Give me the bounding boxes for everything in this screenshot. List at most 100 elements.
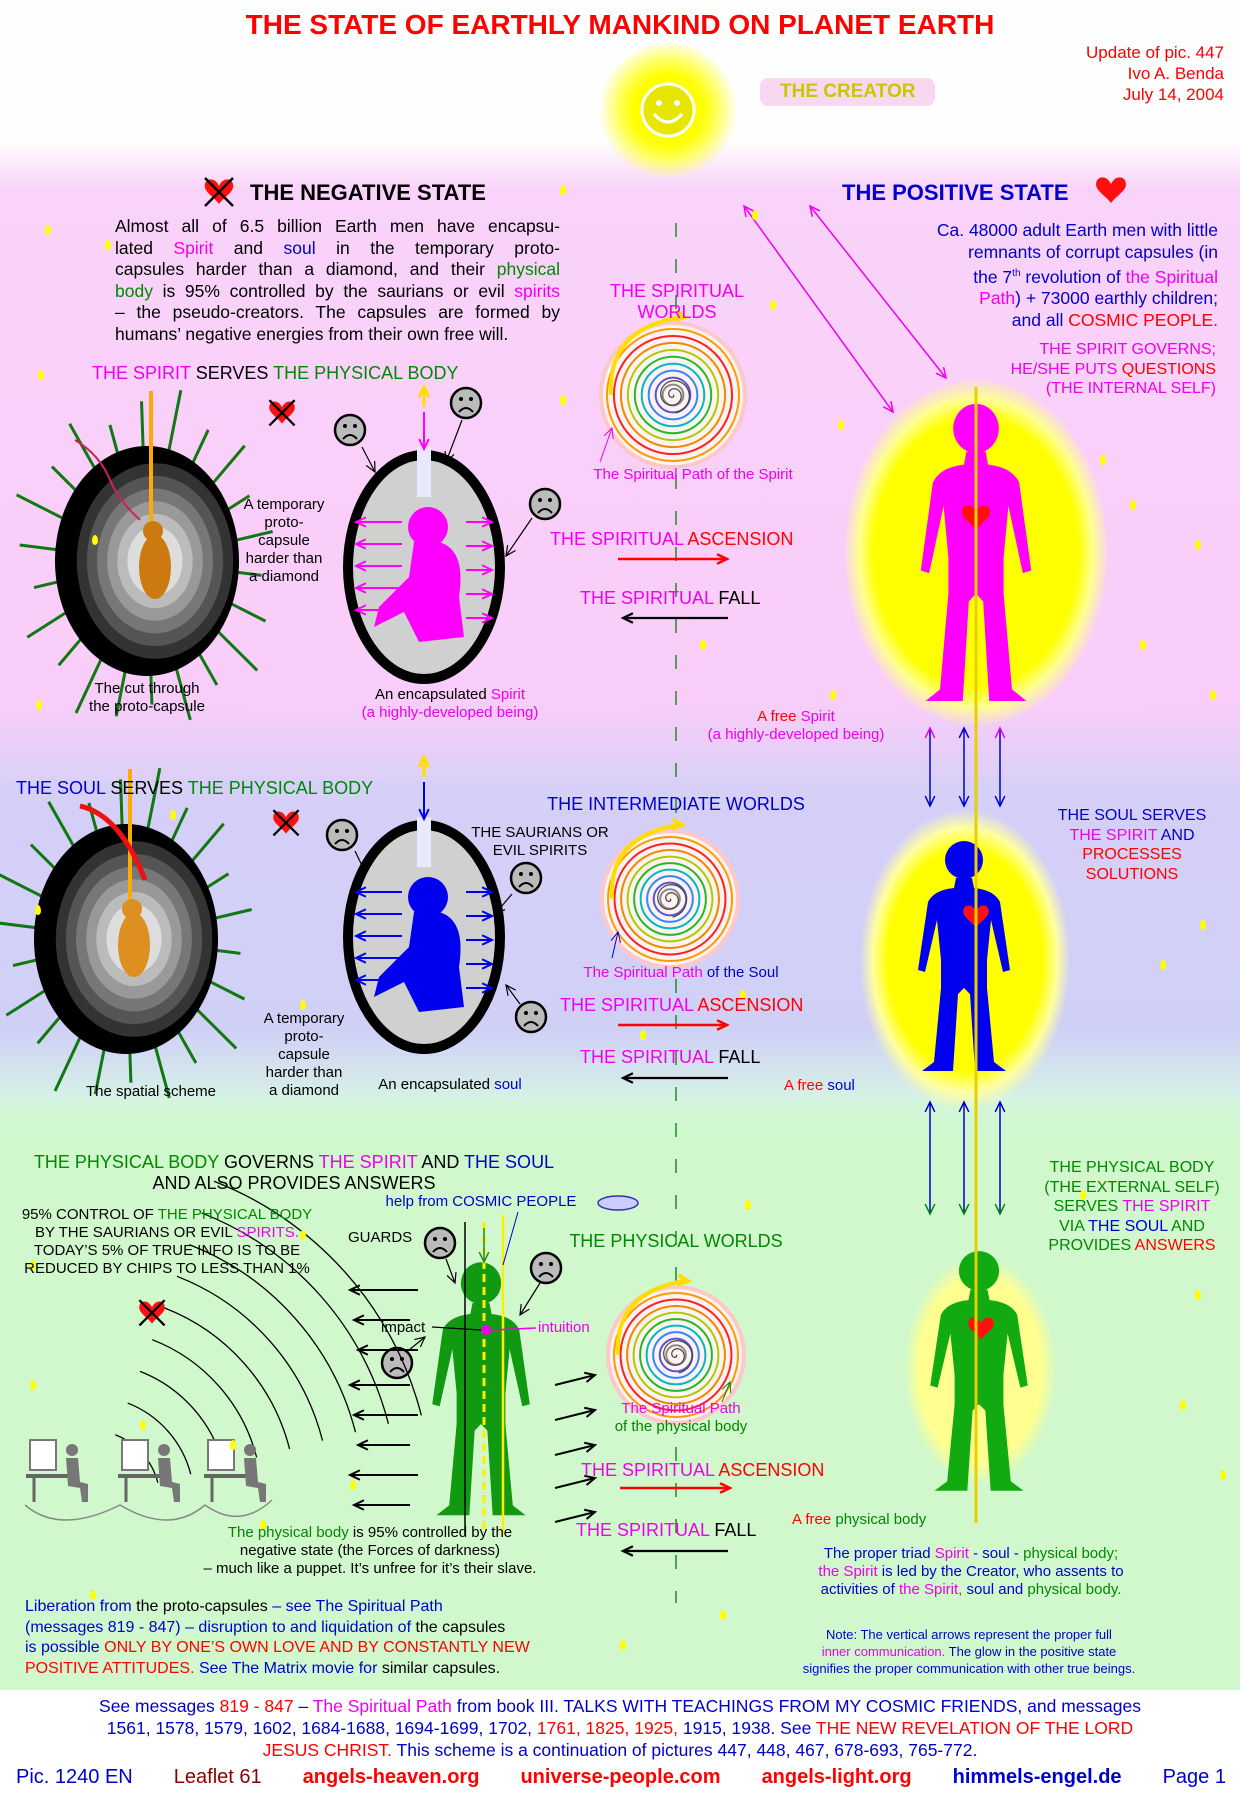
link-angels-light[interactable]: angels-light.org	[761, 1766, 912, 1788]
text-segment: Spirit	[173, 237, 214, 258]
proto-capsule-cut-through	[15, 389, 274, 721]
text-segment: and all	[1011, 309, 1069, 330]
network-cable	[24, 1499, 273, 1521]
light-drop-icon	[830, 690, 836, 700]
text-segment: Path	[979, 288, 1016, 309]
text-line: VIA THE SOUL AND	[1044, 1217, 1219, 1237]
link-angels-heaven[interactable]: angels-heaven.org	[302, 1766, 480, 1788]
update-info: Update of pic. 447 Ivo A. Benda July 14,…	[1086, 42, 1224, 105]
ascension-label-3: THE SPIRITUAL ASCENSION	[581, 1460, 824, 1481]
text-segment: (THE INTERNAL SELF)	[1045, 380, 1216, 397]
text-segment: the proto-capsules	[131, 1598, 273, 1615]
capsule-spike	[0, 873, 50, 902]
text-line: PROCESSES	[1058, 845, 1207, 865]
text-segment: the Spirit	[818, 1563, 878, 1580]
text-segment: 819 - 847	[219, 1696, 294, 1716]
text-segment: – the pseudo-creators. The capsules are …	[115, 302, 560, 322]
text-segment: COSMIC PEOPLE.	[1068, 309, 1218, 330]
text-segment: WORLDS	[637, 302, 717, 322]
text-segment: A temporary	[243, 496, 325, 513]
spiral-ring	[606, 328, 740, 462]
cross-line	[272, 809, 300, 837]
free-soul-figure	[918, 841, 1010, 1071]
text-line: A free soul	[784, 1077, 855, 1095]
sad-face-icon	[449, 386, 483, 420]
face-eye	[343, 424, 347, 428]
text-line: The Spiritual Path of the Soul	[583, 964, 778, 982]
fall-label-2: THE SPIRITUAL FALL	[580, 1047, 760, 1068]
encapsulated-soul-capsule	[343, 817, 505, 1054]
arrow-head	[353, 974, 367, 986]
arrow-head	[353, 560, 367, 572]
link-himmels-engel[interactable]: himmels-engel.de	[952, 1766, 1122, 1788]
operator-head	[66, 1444, 78, 1456]
text-line: A free physical body	[792, 1511, 926, 1529]
head	[460, 1262, 502, 1305]
text-segment: SERVES	[105, 778, 188, 798]
pointer-arrow	[611, 931, 619, 959]
arrow-head	[719, 1482, 733, 1494]
text-segment: GOVERNS	[218, 1152, 319, 1172]
arrow-head	[505, 545, 516, 558]
text-segment: THE SPIRIT	[1069, 826, 1158, 844]
encapsulated-spirit-label: An encapsulated Spirit(a highly-develope…	[362, 686, 539, 722]
text-line: THE SPIRITUAL	[610, 281, 744, 302]
text-line: humans’ negative energies from their own…	[115, 324, 560, 346]
spaceship-icon	[597, 1195, 639, 1211]
sad-face-icon	[333, 413, 367, 447]
proto-capsule-spatial-scheme	[0, 767, 253, 1099]
light-drop-icon	[35, 905, 41, 915]
arrow-head	[882, 401, 895, 414]
text-segment: SERVES	[190, 363, 274, 383]
broken-heart-icon	[204, 177, 234, 207]
text-segment: SERVES	[1053, 1198, 1123, 1215]
link-universe-people[interactable]: universe-people.com	[520, 1766, 721, 1788]
light-drop-icon	[1130, 500, 1136, 510]
arrow-head	[716, 1019, 730, 1031]
date-line: July 14, 2004	[1122, 85, 1224, 104]
intuition-label: intuition	[538, 1319, 590, 1337]
pointer-arrow	[505, 517, 533, 557]
text-segment: - soul -	[968, 1545, 1024, 1562]
text-line: a diamond	[264, 1082, 345, 1100]
light-drop-icon	[620, 1640, 626, 1650]
text-segment: capsules harder than a diamond, and thei…	[115, 259, 497, 279]
spirit-serves-label: THE SPIRIT SERVES THE PHYSICAL BODY	[92, 363, 458, 384]
encapsulated-spirit-capsule	[343, 447, 505, 684]
text-segment: THE INTERMEDIATE WORLDS	[547, 794, 805, 814]
face-eye	[433, 1237, 437, 1241]
text-line: THE INTERMEDIATE WORLDS	[547, 794, 805, 815]
text-segment: REDUCED BY CHIPS TO LESS THAN 1%	[24, 1260, 310, 1277]
light-drop-icon	[1160, 960, 1166, 970]
text-line: remnants of corrupt capsules (in	[937, 242, 1218, 264]
capsule-spike	[53, 1027, 86, 1092]
text-segment: THE SOUL	[1088, 1217, 1168, 1235]
arrow-head	[353, 886, 367, 898]
arrow-head	[481, 564, 495, 576]
text-line: activities of the Spirit, soul and physi…	[818, 1581, 1123, 1599]
text-line: (THE INTERNAL SELF)	[1011, 379, 1216, 399]
face-circle	[514, 1000, 548, 1034]
spiral-path	[663, 1340, 693, 1374]
arrow-head	[353, 516, 367, 528]
light-drop-icon	[560, 395, 566, 405]
arrow-head	[353, 538, 367, 550]
text-segment: soul	[283, 237, 316, 258]
text-line: Path) + 73000 earthly children;	[937, 288, 1218, 310]
arrow-head	[603, 426, 614, 439]
text-segment: of the Soul	[702, 964, 779, 981]
spatial-scheme-label: The spatial scheme	[86, 1083, 216, 1101]
face-eye	[390, 1357, 394, 1361]
text-segment: The Spiritual Path	[583, 964, 703, 981]
arrow-head	[721, 1380, 732, 1394]
spiral-ring	[639, 1318, 713, 1392]
monitor	[207, 1439, 235, 1471]
operator-head	[158, 1444, 170, 1456]
text-segment: THE PHYSICAL BODY	[1049, 1159, 1215, 1176]
text-segment: POSITIVE ATTITUDES.	[25, 1659, 195, 1677]
arrow-head	[355, 1344, 369, 1356]
text-segment: A free	[757, 708, 801, 725]
text-segment: physical body.	[1027, 1581, 1122, 1598]
text-line: Note: The vertical arrows represent the …	[803, 1626, 1135, 1643]
light-drop-icon	[350, 1480, 356, 1490]
